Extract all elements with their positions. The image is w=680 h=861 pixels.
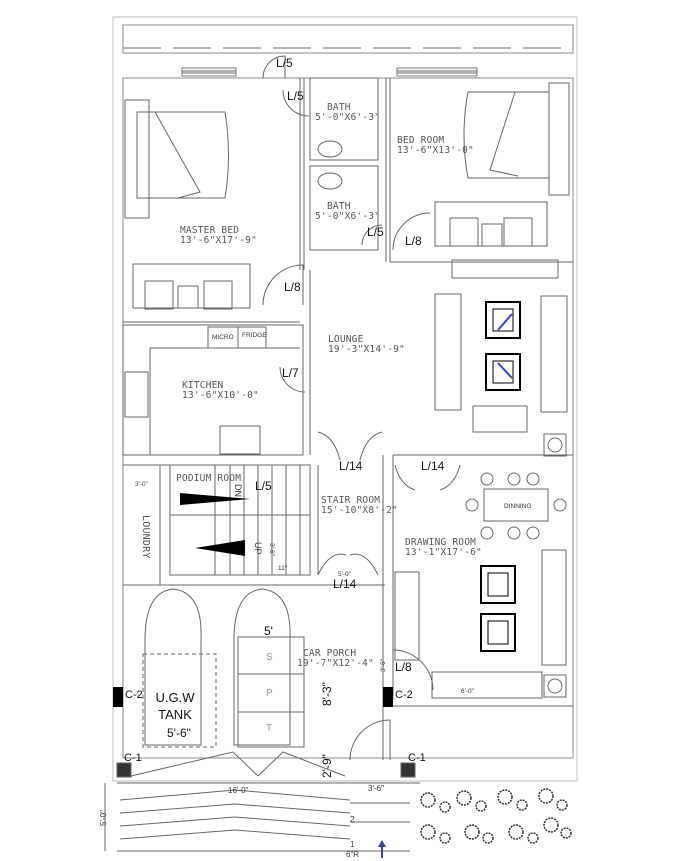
step-1-label: 1 bbox=[350, 840, 355, 849]
stair-rise-dim: 3'-6" bbox=[268, 543, 275, 556]
stair-down-label: DN bbox=[233, 484, 243, 497]
door-label: L/14 bbox=[421, 459, 445, 473]
drawing-door-dim: 3'-6" bbox=[380, 659, 387, 672]
porch-depth-dim: 8'-3" bbox=[320, 682, 334, 706]
room-size: 15'-10"X8'-2" bbox=[321, 505, 398, 516]
dining-label: DINNING bbox=[504, 503, 532, 510]
tank-line1: U.G.W bbox=[155, 690, 195, 705]
step-width-dim: 3'-6" bbox=[368, 784, 384, 793]
door-label: L/5 bbox=[276, 56, 293, 70]
column-label: C-1 bbox=[124, 752, 142, 764]
room-podium: PODIUM ROOM bbox=[176, 474, 241, 484]
stair-tread-dim: 11" bbox=[278, 565, 288, 572]
room-size: 5'-0"X6'-3" bbox=[315, 211, 381, 222]
column-label: C-1 bbox=[408, 752, 426, 764]
room-name: STAIR ROOM bbox=[321, 495, 381, 506]
column-label: C-2 bbox=[395, 689, 413, 701]
room-size: 13'-6"X17'-9" bbox=[180, 235, 257, 246]
door-label: L/5 bbox=[255, 479, 272, 493]
door-label: L/14 bbox=[333, 577, 357, 591]
door-label: L/14 bbox=[339, 459, 363, 473]
step-depth-dim: 5'-0" bbox=[99, 810, 108, 826]
door-label: L/8 bbox=[405, 234, 422, 248]
door-label: L/8 bbox=[284, 280, 301, 294]
car-mark-p: P bbox=[266, 688, 273, 699]
room-size: 19'-7"X12'-4" bbox=[297, 658, 374, 669]
room-name: DRAWING ROOM bbox=[405, 537, 477, 548]
room-name: BED ROOM bbox=[397, 135, 445, 146]
room-size: 5'-0"X6'-3" bbox=[315, 112, 381, 123]
step-riser-dim: 6"R bbox=[346, 850, 360, 859]
ramp-width-dim: 16'-0" bbox=[228, 786, 249, 795]
room-name: PODIUM ROOM bbox=[176, 473, 242, 484]
room-name: CAR PORCH bbox=[303, 648, 357, 659]
car-mark-t: T bbox=[266, 723, 273, 734]
room-name: KITCHEN bbox=[182, 380, 224, 391]
room-name: LOUNDRY bbox=[140, 515, 151, 559]
step-2-label: 2 bbox=[350, 815, 355, 824]
stair-door-dim: 5'-0" bbox=[338, 571, 351, 578]
door-label: L/5 bbox=[287, 89, 304, 103]
room-name: BATH bbox=[327, 102, 351, 113]
door-label: L/8 bbox=[395, 660, 412, 674]
room-name: MASTER BED bbox=[180, 225, 240, 236]
room-size: 13'-6"X10'-0" bbox=[182, 390, 259, 401]
room-size: 13'-6"X13'-0" bbox=[397, 145, 474, 156]
door-label: L/5 bbox=[367, 225, 384, 239]
car-mark-s: S bbox=[266, 652, 273, 663]
room-name: LOUNGE bbox=[328, 334, 364, 345]
tank-line2: TANK bbox=[158, 707, 192, 722]
sofa-length-dim: 6'-0" bbox=[461, 688, 474, 695]
door-label: L/7 bbox=[282, 366, 299, 380]
column-label: C-2 bbox=[125, 689, 143, 701]
ugw-tank: U.G.W TANK bbox=[150, 689, 200, 723]
room-laundry: LOUNDRY bbox=[140, 515, 151, 559]
car-width-dim: 5' bbox=[264, 624, 273, 638]
room-size: 19'-3"X14'-9" bbox=[328, 344, 405, 355]
room-size: 13'-1"X17'-6" bbox=[405, 547, 482, 558]
fridge-label: FRIDGE bbox=[242, 332, 267, 339]
laundry-width-dim: 3'-0" bbox=[135, 481, 148, 488]
gate-gap-dim: 2'-9" bbox=[320, 754, 334, 778]
micro-label: MICRO bbox=[212, 334, 234, 341]
tank-width: 5'-6" bbox=[167, 726, 191, 740]
stair-up-label: UP bbox=[253, 542, 263, 555]
room-name: BATH bbox=[327, 201, 351, 212]
